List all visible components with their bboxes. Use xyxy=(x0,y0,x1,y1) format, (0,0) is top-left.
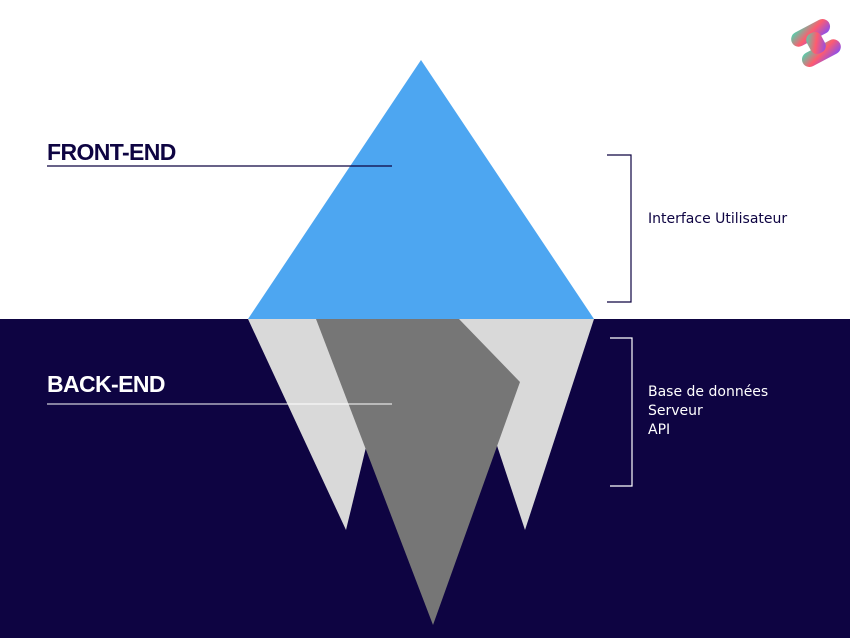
back-end-bracket xyxy=(610,337,633,487)
front-end-item: Interface Utilisateur xyxy=(648,211,788,227)
back-end-item: Base de données xyxy=(648,384,769,400)
front-end-label: FRONT-END xyxy=(47,139,176,165)
back-end-item: API xyxy=(648,422,671,438)
iceberg-underwater-center xyxy=(316,319,520,625)
back-end-label: BACK-END xyxy=(47,371,165,397)
front-end-description: Interface Utilisateur xyxy=(648,210,787,229)
back-end-item: Serveur xyxy=(648,403,703,419)
back-end-description: Base de données Serveur API xyxy=(648,383,768,440)
s-logo-icon xyxy=(791,19,841,67)
front-end-bracket xyxy=(607,154,632,303)
iceberg-tip xyxy=(248,60,594,319)
